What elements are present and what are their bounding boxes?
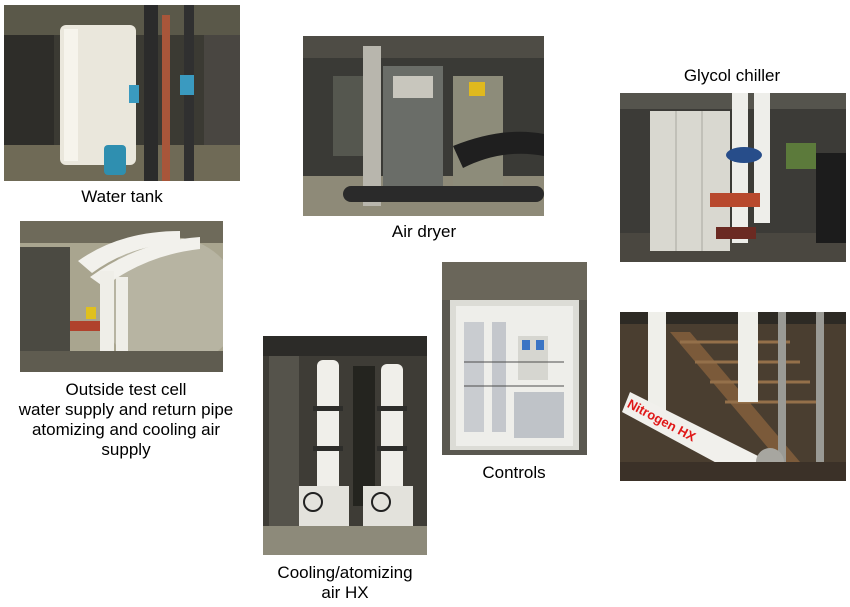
- controls-caption: Controls: [482, 463, 546, 482]
- cooling-atomizing-caption: Cooling/atomizing air HX: [258, 563, 432, 603]
- outside-test-cell-caption: Outside test cell water supply and retur…: [0, 380, 252, 460]
- controls-photo: [442, 262, 587, 455]
- air-dryer-photo: [303, 36, 544, 216]
- outside-test-cell-caption-line-2: water supply and return pipe: [18, 400, 234, 419]
- outside-test-cell-caption-line-4: supply: [101, 440, 151, 459]
- outside-test-cell-caption-line-1: Outside test cell: [65, 380, 187, 399]
- cooling-atomizing-caption-line-1: Cooling/atomizing: [277, 563, 413, 582]
- cooling-atomizing-photo: [263, 336, 427, 555]
- air-dryer-caption: Air dryer: [391, 222, 457, 241]
- water-tank-caption: Water tank: [81, 187, 163, 206]
- water-tank-photo: [4, 5, 240, 181]
- outside-test-cell-photo: [20, 221, 223, 372]
- glycol-chiller-photo: [620, 93, 846, 262]
- cooling-atomizing-caption-line-2: air HX: [321, 583, 369, 602]
- nitrogen-hx-photo: [620, 312, 846, 481]
- glycol-chiller-caption: Glycol chiller: [683, 66, 781, 85]
- outside-test-cell-caption-line-3: atomizing and cooling air: [31, 420, 221, 439]
